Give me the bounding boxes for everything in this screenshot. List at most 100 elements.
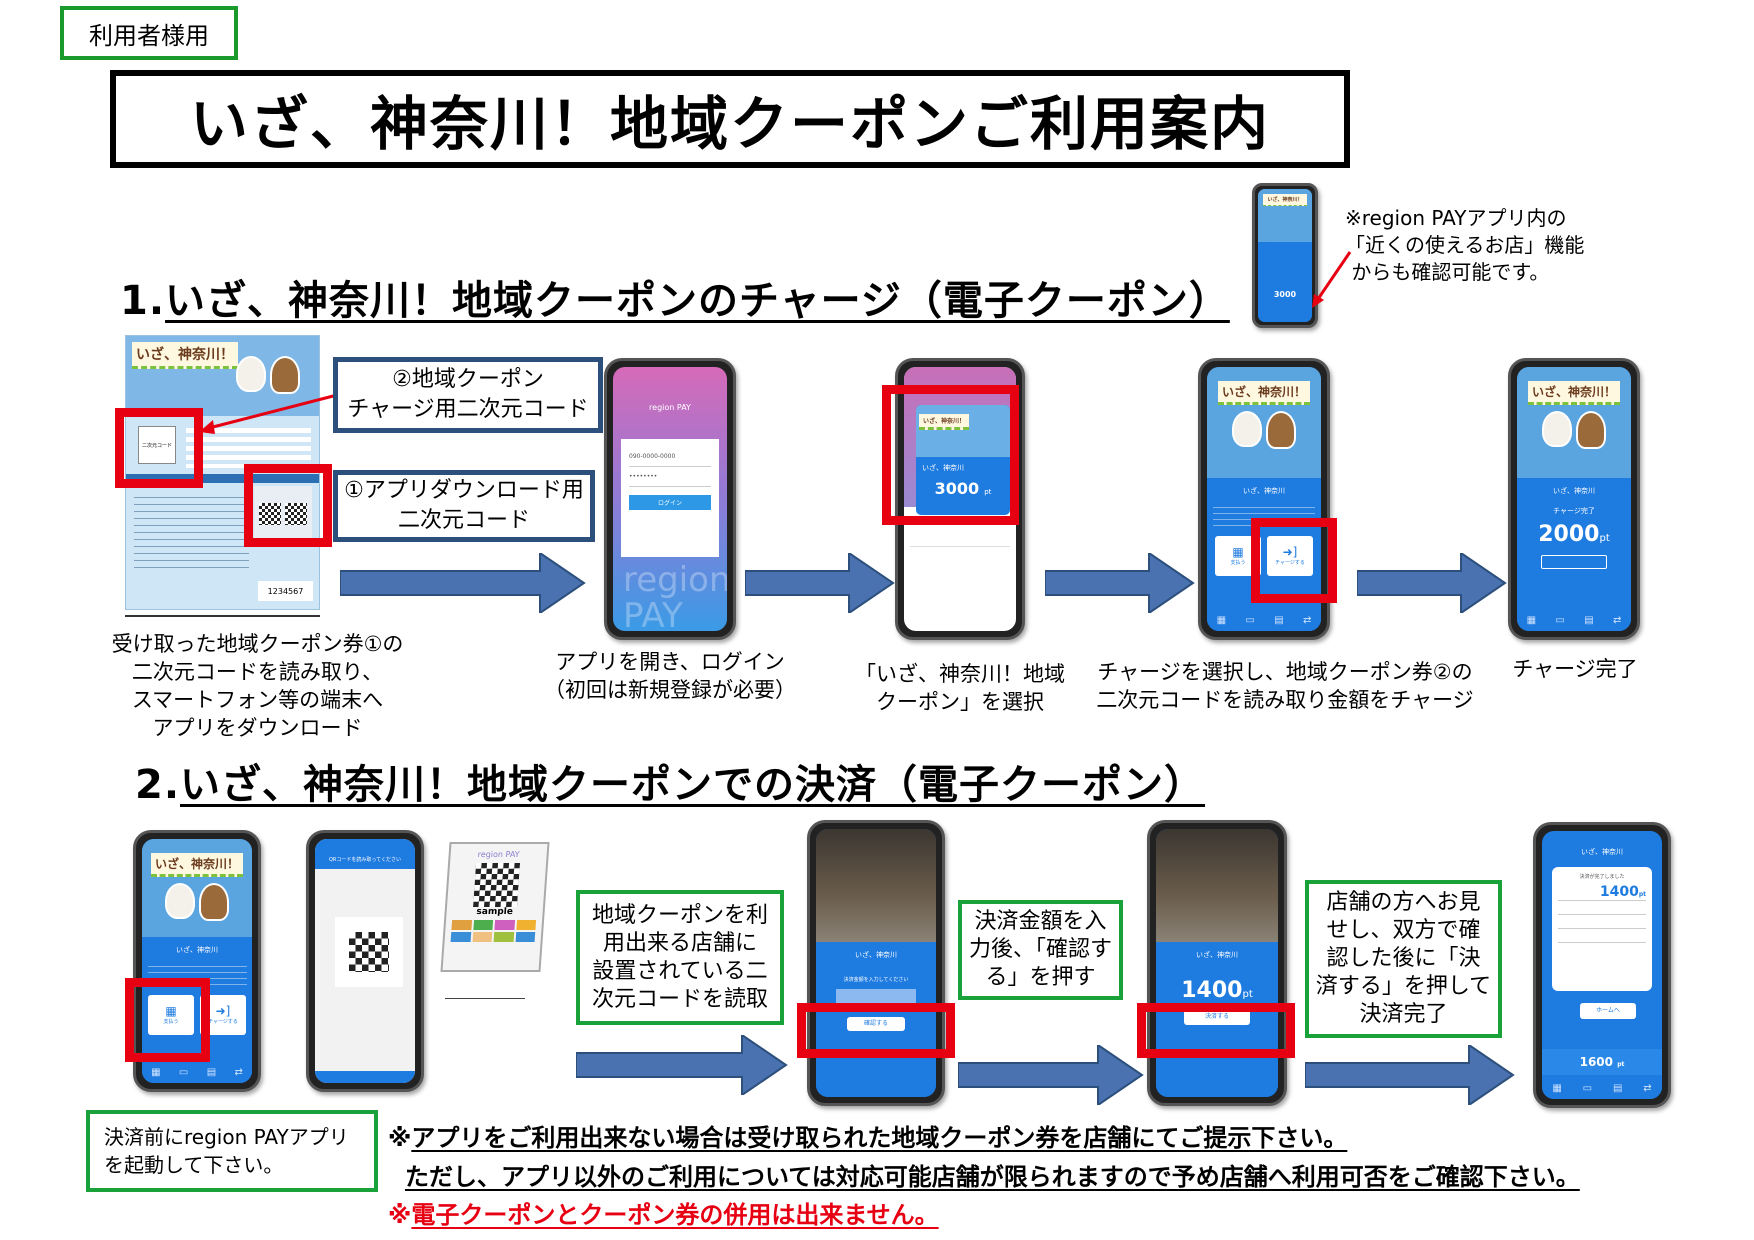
voucher-code: 1234567 <box>258 581 313 601</box>
app-qr-android-icon <box>285 503 307 525</box>
note-store-limits: ただし、アプリ以外のご利用については対応可能店舗が限られますので予め店舗へ利用可… <box>405 1157 1580 1192</box>
store-finder-note: ※region PAYアプリ内の 「近くの使えるお店」機能 からも確認可能です。 <box>1345 206 1585 284</box>
charge-tile[interactable]: ➜]チャージする <box>1267 535 1313 576</box>
mini-phone-points: 3000 <box>1273 290 1297 300</box>
done-message: 決済が完了しました <box>1579 874 1625 880</box>
pay-button[interactable]: 決済する <box>1184 1008 1250 1025</box>
home-button[interactable]: ホームへ <box>1580 1003 1636 1019</box>
amount-prompt: 決済金額を入力してください <box>843 976 909 983</box>
red-pointer-arrow-icon <box>1312 251 1352 308</box>
login-brand: region PAY <box>649 403 691 412</box>
highlight-coupon-card <box>882 385 1019 525</box>
home-pay-tile[interactable]: ▦支払う <box>148 994 194 1035</box>
highlight-confirm-button <box>797 1003 955 1058</box>
phone-payment-screen: いざ、神奈川 1400pt 決済する <box>1147 820 1287 1106</box>
flow-arrow-icon <box>1357 553 1507 613</box>
stand-qr-icon <box>473 863 521 907</box>
callout-app-download-qr: ①アプリダウンロード用 二次元コード <box>333 470 595 542</box>
charge-screen-header: いざ、神奈川 <box>1243 486 1285 495</box>
stand-sample: sample <box>476 907 514 917</box>
flow-arrow-icon <box>958 1045 1144 1105</box>
qr-stand-image: region PAY sample <box>440 842 550 972</box>
points-unit: pt <box>1599 532 1610 544</box>
step-complete-caption: チャージ完了 <box>1512 657 1638 681</box>
step-select-caption: 「いざ、神奈川！地域 クーポン」を選択 <box>855 662 1065 714</box>
pay-header: いざ、神奈川 <box>1196 950 1238 959</box>
charge-tile-label: チャージする <box>1275 560 1305 567</box>
coupon-card[interactable]: いざ、神奈川！ いざ、神奈川 3000 pt <box>916 405 1010 515</box>
coupon-card-title: いざ、神奈川 <box>922 464 964 472</box>
charge-icon: ➜] <box>215 1004 231 1019</box>
amount-input[interactable] <box>836 988 916 1005</box>
phone-charge-select-screen: いざ、神奈川！ いざ、神奈川 ▦支払う ➜]チャージする ▦▭▤⇄ <box>1198 358 1330 640</box>
user-audience-badge: 利用者様用 <box>60 6 238 60</box>
charge-icon: ➜] <box>1282 545 1298 560</box>
charge-complete-status: チャージ完了 <box>1553 506 1595 515</box>
app-tab-bar[interactable]: ▦▭▤⇄ <box>142 1061 252 1083</box>
home-pay-label: 支払う <box>163 1019 179 1026</box>
pay-points: 1400 <box>1181 977 1243 1003</box>
points-unit: pt <box>1617 1061 1625 1068</box>
step-charge-caption: チャージを選択し、地域クーポン券②の 二次元コードを読み取り金額をチャージ <box>1096 660 1474 712</box>
password-field[interactable]: •••••••• <box>629 467 711 487</box>
flow-arrow-icon <box>745 553 895 613</box>
qr-code-icon <box>349 932 389 972</box>
qr-icon: ▦ <box>165 1004 177 1019</box>
flow-arrow-icon <box>340 553 586 613</box>
app-tab-bar[interactable]: ▦▭▤⇄ <box>1207 609 1321 631</box>
voucher-banner: いざ、神奈川！ <box>132 342 238 369</box>
launch-app-note: 決済前にregion PAYアプリ を起動して下さい。 <box>86 1110 378 1192</box>
step-confirm-instruction: 決済金額を入 力後、「確認す る」を押す <box>958 900 1123 1000</box>
mini-phone-store-finder: いざ、神奈川！ 3000 <box>1252 183 1318 328</box>
stand-brand: region PAY <box>477 850 520 859</box>
step-login-caption: アプリを開き、ログイン （初回は新規登録が必要） <box>544 650 796 702</box>
complete-screen-header: いざ、神奈川 <box>1553 486 1595 495</box>
view-history-button[interactable] <box>1541 554 1607 569</box>
pay-tile-label: 支払う <box>1230 560 1246 567</box>
login-button[interactable]: ログイン <box>629 495 711 510</box>
points-unit: pt <box>1242 988 1253 1000</box>
phone-charge-complete-screen: いざ、神奈川！ いざ、神奈川 チャージ完了 2000pt ▦▭▤⇄ <box>1508 358 1640 640</box>
confirm-header: いざ、神奈川 <box>855 950 897 959</box>
note-no-combined-use: ※電子クーポンとクーポン券の併用は出来ません。 <box>388 1195 939 1230</box>
note-line1: アプリをご利用出来ない場合は受け取られた地域クーポン券を店舗にてご提示下さい。 <box>411 1124 1348 1152</box>
section2-title: いざ、神奈川！地域クーポンでの決済（電子クーポン） <box>180 762 1206 808</box>
voucher-coupon-qr-placeholder: 二次元コード <box>138 426 176 464</box>
points-unit: pt <box>1638 891 1646 898</box>
phone-qr-scan-screen: QRコードを読み取ってください <box>306 830 424 1092</box>
charged-points: 2000 <box>1538 521 1600 547</box>
login-watermark: region PAY <box>623 560 727 631</box>
note-line2: ただし、アプリ以外のご利用については対応可能店舗が限られますので予め店舗へ利用可… <box>405 1163 1580 1191</box>
highlight-pay-tile <box>125 978 210 1062</box>
home-header: いざ、神奈川 <box>176 945 218 954</box>
step-download-caption: 受け取った地域クーポン券①の 二次元コードを読み取り、 スマートフォン等の端末へ… <box>111 632 404 740</box>
remaining-balance: 1600 <box>1579 1055 1614 1069</box>
app-tab-bar[interactable]: ▦▭▤⇄ <box>1517 609 1631 631</box>
highlight-app-qr <box>244 464 332 547</box>
note-line3: 電子クーポンとクーポン券の併用は出来ません。 <box>411 1201 939 1229</box>
qr-icon: ▦ <box>1232 545 1244 560</box>
done-points: 1400 <box>1599 884 1639 900</box>
step-pay-instruction: 店舗の方へお見 せし、双方で確 認した後に「決 済する」を押して 決済完了 <box>1305 880 1502 1038</box>
flow-arrow-icon <box>576 1035 788 1095</box>
highlight-charge-tile <box>1251 518 1337 603</box>
step-scan-instruction: 地域クーポンを利 用出来る店舗に 設置されている二 次元コードを読取 <box>576 890 784 1025</box>
section1-title: いざ、神奈川！地域クーポンのチャージ（電子クーポン） <box>165 278 1230 324</box>
note-mark: ※ <box>388 1201 412 1229</box>
app-tab-bar[interactable]: ▦▭▤⇄ <box>1542 1077 1662 1099</box>
phone-number-field[interactable]: 090-0000-0000 <box>629 447 711 467</box>
confirm-button[interactable]: 確認する <box>847 1016 905 1031</box>
section1-heading: 1.いざ、神奈川！地域クーポンのチャージ（電子クーポン） <box>120 268 1230 326</box>
app-qr-ios-icon <box>259 503 281 525</box>
done-header: いざ、神奈川 <box>1581 848 1623 856</box>
coupon-card-points: 3000 <box>934 479 980 498</box>
highlight-pay-button <box>1137 1003 1295 1058</box>
page-title: いざ、神奈川！地域クーポンご利用案内 <box>110 70 1350 168</box>
phone-payment-complete-screen: いざ、神奈川 決済が完了しました 1400pt ホームへ 1600 pt ▦▭▤… <box>1533 822 1671 1108</box>
scan-header: QRコードを読み取ってください <box>315 839 415 869</box>
phone-coupon-select-screen: いざ、神奈川！ いざ、神奈川 3000 pt <box>895 358 1025 640</box>
points-unit: pt <box>984 488 992 496</box>
flow-arrow-icon <box>1045 553 1195 613</box>
flow-arrow-icon <box>1305 1045 1515 1105</box>
highlight-coupon-qr <box>115 408 203 488</box>
